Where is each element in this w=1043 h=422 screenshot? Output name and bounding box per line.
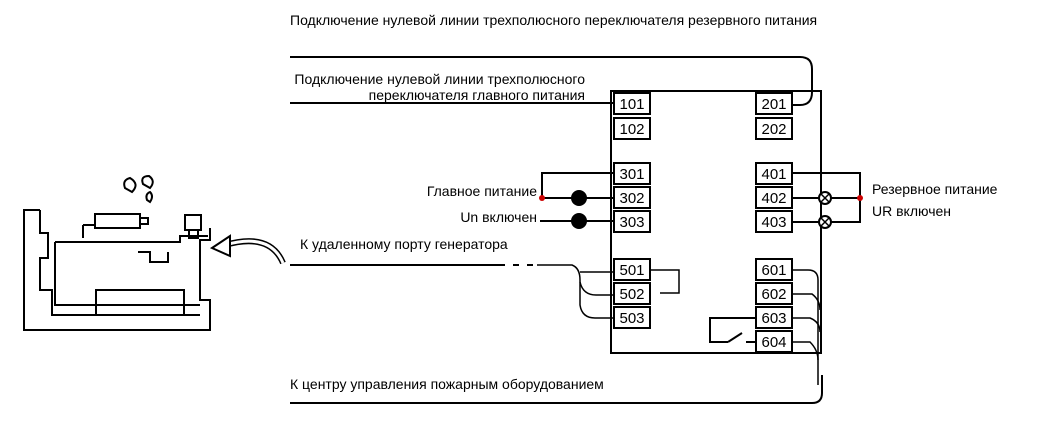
terminal-602: 602 xyxy=(755,282,793,305)
label-main-neutral-1: Подключение нулевой линии трехполюсного xyxy=(294,71,585,87)
junction-dot-main xyxy=(539,195,545,201)
wire-gen-bundle xyxy=(537,264,614,319)
svg-text:102: 102 xyxy=(619,121,644,138)
terminal-403: 403 xyxy=(755,210,793,233)
terminal-301: 301 xyxy=(613,162,651,185)
svg-text:202: 202 xyxy=(761,121,786,138)
label-backup-power: Резервное питание xyxy=(872,181,998,197)
svg-text:402: 402 xyxy=(761,190,786,207)
terminal-401: 401 xyxy=(755,162,793,185)
svg-text:302: 302 xyxy=(619,190,644,207)
wire-601 xyxy=(792,269,819,385)
terminal-302: 302 xyxy=(613,186,651,209)
lamp-icon-403 xyxy=(818,215,832,229)
terminal-303: 303 xyxy=(613,210,651,233)
svg-text:502: 502 xyxy=(619,286,644,303)
wire-501-loop xyxy=(650,269,680,294)
terminal-603: 603 xyxy=(755,306,793,329)
svg-text:503: 503 xyxy=(619,310,644,327)
svg-text:401: 401 xyxy=(761,166,786,183)
wire-301 xyxy=(541,172,614,198)
terminal-601: 601 xyxy=(755,258,793,281)
label-backup-neutral: Подключение нулевой линии трехполюсного … xyxy=(290,12,817,28)
wire-603 xyxy=(792,317,821,333)
wire-604 xyxy=(792,341,819,361)
wire-gen-502 xyxy=(579,281,614,296)
svg-text:303: 303 xyxy=(619,214,644,231)
svg-text:604: 604 xyxy=(761,334,786,351)
relay-contact-303 xyxy=(571,213,587,229)
svg-text:602: 602 xyxy=(761,286,786,303)
terminal-502: 502 xyxy=(613,282,651,305)
svg-text:101: 101 xyxy=(619,96,644,113)
generator-icon xyxy=(23,174,211,331)
terminal-402: 402 xyxy=(755,186,793,209)
wire-602 xyxy=(792,293,821,311)
label-ur-on: UR включен xyxy=(872,203,951,219)
svg-text:403: 403 xyxy=(761,214,786,231)
wire-403 xyxy=(792,198,861,223)
relay-contact-302 xyxy=(571,190,587,206)
terminal-102: 102 xyxy=(613,117,651,140)
svg-text:601: 601 xyxy=(761,262,786,279)
terminal-201: 201 xyxy=(755,92,793,115)
svg-text:501: 501 xyxy=(619,262,644,279)
lamp-icon-402 xyxy=(818,191,832,205)
svg-text:201: 201 xyxy=(761,96,786,113)
label-fire-center: К центру управления пожарным оборудовани… xyxy=(290,376,604,392)
terminal-501: 501 xyxy=(613,258,651,281)
terminal-503: 503 xyxy=(613,306,651,329)
switch-contact-603-604 xyxy=(709,317,756,343)
wire-401 xyxy=(792,172,861,198)
label-un-on: Un включен xyxy=(460,209,537,225)
svg-text:301: 301 xyxy=(619,166,644,183)
arrow-icon xyxy=(209,234,286,265)
wire-201 xyxy=(290,56,813,106)
label-main-neutral-2: переключателя главного питания xyxy=(369,87,585,103)
junction-dot-backup xyxy=(857,195,863,201)
label-main-power: Главное питание xyxy=(427,183,537,199)
label-generator-port: К удаленному порту генератора xyxy=(300,236,508,252)
terminal-202: 202 xyxy=(755,117,793,140)
svg-text:603: 603 xyxy=(761,310,786,327)
terminal-101: 101 xyxy=(613,92,651,115)
wire-fire-return xyxy=(290,375,823,404)
terminal-604: 604 xyxy=(755,330,793,353)
